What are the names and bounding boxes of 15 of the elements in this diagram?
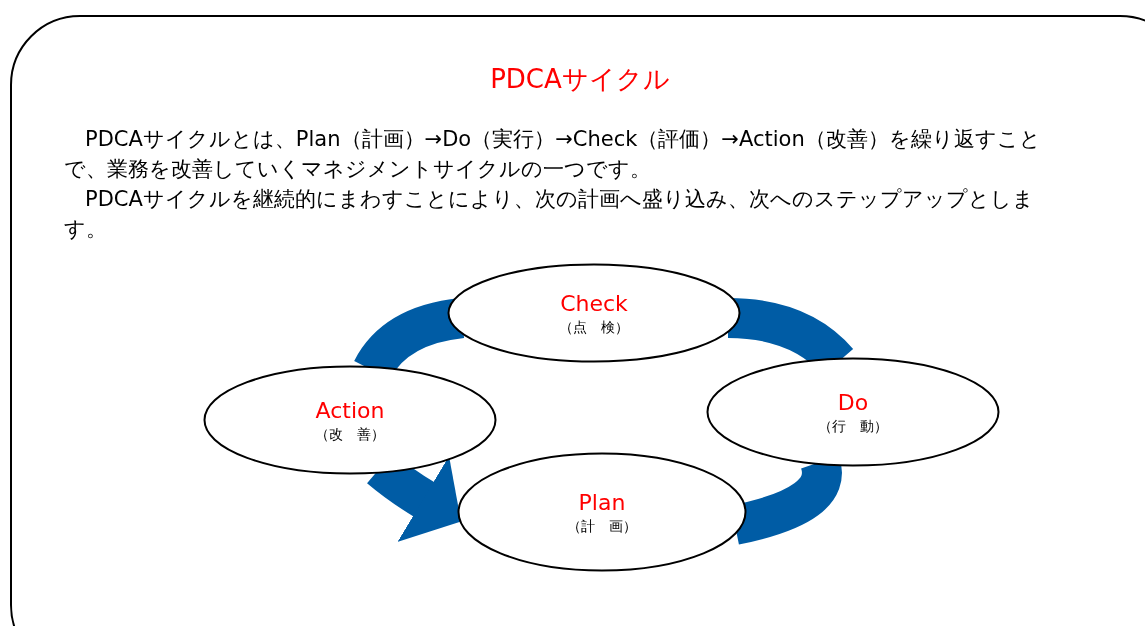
paragraph: PDCAサイクルを継続的にまわすことにより、次の計画へ盛り込み、次へのステップアップとします。: [64, 186, 1035, 243]
title: PDCAサイクル: [489, 63, 671, 96]
ellipse-node: [203, 365, 497, 475]
node-subtitle: （点 検）: [559, 318, 629, 336]
node-subtitle: （改 善）: [315, 425, 385, 443]
node-title: Do: [837, 389, 869, 417]
node-subtitle: （計 画）: [567, 517, 637, 535]
paragraph: PDCAサイクルとは、Plan（計画）→Do（実行）→Check（評価）→Action（改善）を繰り返すことで、業務を改善していくマネジメントサイクルの一つです。: [64, 126, 1042, 183]
node-subtitle: （行 動）: [818, 417, 888, 435]
node-title: Check: [560, 290, 628, 318]
ellipse-node: [447, 263, 741, 363]
ellipse-node: [706, 357, 1000, 467]
node-title: Action: [315, 397, 385, 425]
node-title: Plan: [578, 489, 626, 517]
ellipse-node: [457, 452, 747, 572]
